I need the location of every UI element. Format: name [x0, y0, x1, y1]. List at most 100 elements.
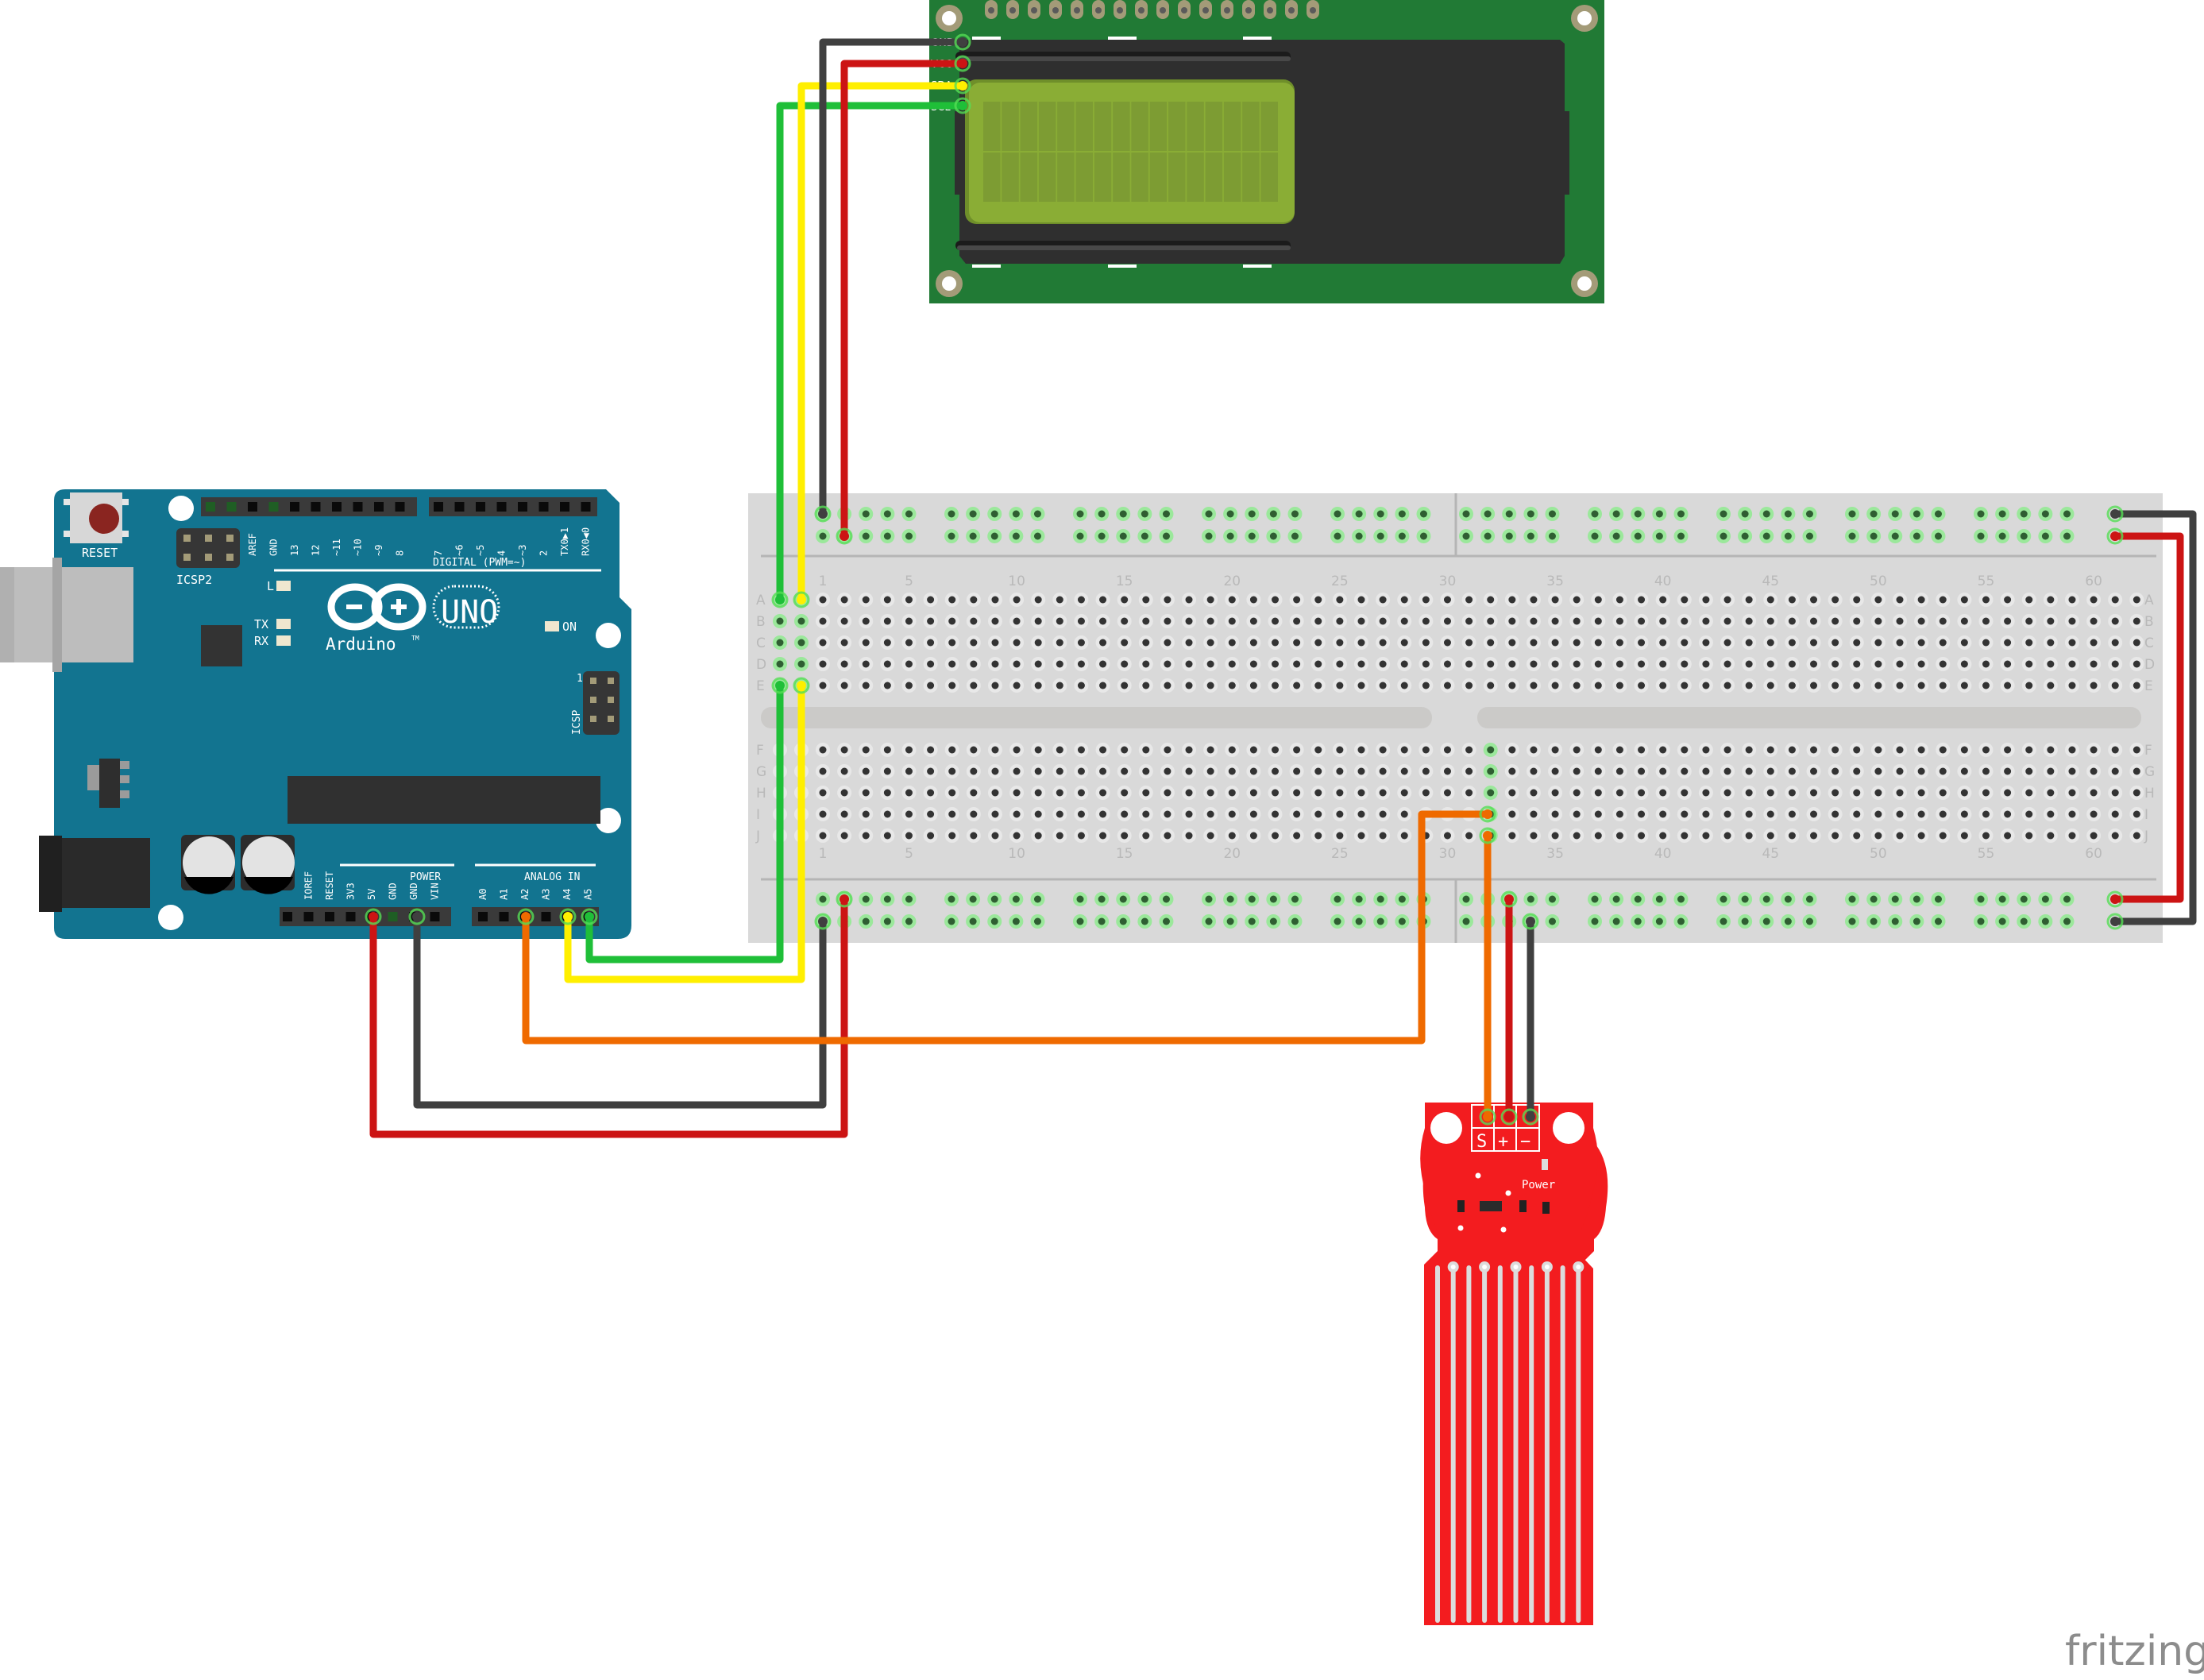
breadboard-hole-center: [1917, 832, 1925, 840]
wire-a4-sda[interactable]: [564, 682, 805, 983]
rail-hole-center: [1334, 532, 1341, 540]
breadboard-hole-center: [2133, 639, 2140, 647]
breadboard-hole-center: [1530, 682, 1538, 689]
rail-hole-center: [1741, 532, 1749, 540]
power-label: POWER: [410, 871, 441, 883]
wire-lcd-vcc[interactable]: [840, 60, 967, 540]
breadboard-hole-center: [1530, 789, 1538, 797]
rail-hole-center: [1634, 510, 1642, 518]
breadboard-hole-center: [1723, 767, 1731, 775]
breadboard-hole-center: [2068, 682, 2076, 689]
breadboard-hole-center: [1465, 660, 1473, 668]
breadboard-hole-center: [991, 746, 999, 754]
breadboard-hole-center: [1874, 746, 1882, 754]
breadboard-hole-center: [1099, 660, 1107, 668]
breadboard-hole-center: [1142, 789, 1150, 797]
breadboard-hole-center: [1594, 810, 1602, 818]
breadboard-hole-center: [1681, 746, 1689, 754]
rail-hole-center: [1784, 895, 1792, 903]
wire-a2-signal[interactable]: [522, 810, 1492, 1045]
breadboard-hole-center: [1013, 682, 1021, 689]
wire-gnd[interactable]: [413, 913, 827, 1109]
breadboard-hole-center: [1099, 682, 1107, 689]
digital-header-right: [429, 497, 597, 516]
breadboard-hole-center: [1013, 617, 1021, 625]
row-label: D: [2144, 657, 2155, 673]
digital-label: DIGITAL (PWM=~): [433, 557, 526, 569]
breadboard-hole-center: [905, 789, 913, 797]
breadboard-hole-center: [2133, 767, 2140, 775]
wire-endpoint-core: [840, 894, 849, 904]
rail-hole-center: [1612, 917, 1620, 925]
breadboard-hole-center: [2004, 682, 2012, 689]
breadboard-hole-center: [1723, 810, 1731, 818]
rail-hole-center: [883, 510, 891, 518]
usb-tab: [52, 558, 62, 672]
breadboard-hole-center: [1508, 767, 1516, 775]
breadboard-hole-center: [1508, 596, 1516, 604]
breadboard-hole-center: [2111, 810, 2119, 818]
wire-lcd-gnd[interactable]: [819, 38, 967, 518]
breadboard-hole-center: [1594, 789, 1602, 797]
breadboard-hole-center: [1336, 660, 1344, 668]
icsp-pins: [590, 678, 614, 722]
wire-lcd-sda[interactable]: [797, 82, 967, 604]
breadboard-hole-center: [1185, 660, 1193, 668]
capacitor: [181, 835, 235, 894]
breadboard-hole-center: [927, 682, 935, 689]
breadboard-hole-center: [1487, 617, 1495, 625]
breadboard-hole-center: [1422, 746, 1430, 754]
wire-lcd-scl[interactable]: [776, 102, 967, 604]
breadboard-hole-center: [1810, 789, 1818, 797]
wire-rail-vcc[interactable]: [2111, 532, 2184, 903]
breadboard-hole-center: [862, 789, 870, 797]
breadboard-hole-center: [2025, 682, 2033, 689]
breadboard-hole-center: [1056, 810, 1063, 818]
wire-endpoint: [2106, 913, 2124, 930]
breadboard-hole-center: [948, 660, 956, 668]
breadboard-hole-center: [1056, 832, 1063, 840]
wire-endpoint-core: [1483, 809, 1492, 819]
lcd-cell: [1131, 153, 1148, 202]
rail-hole-center: [1033, 895, 1041, 903]
reset-button[interactable]: [64, 492, 129, 543]
breadboard-hole-center: [2133, 682, 2140, 689]
column-label: 5: [905, 846, 913, 862]
wire-5v[interactable]: [369, 895, 848, 1138]
breadboard-hole-center: [1939, 789, 1947, 797]
breadboard-hole-center: [1551, 789, 1559, 797]
breadboard-hole-center: [819, 789, 827, 797]
breadboard-hole-center: [862, 767, 870, 775]
rail-hole-center: [1355, 895, 1363, 903]
breadboard-hole-center: [2090, 682, 2098, 689]
rail-hole-center: [1291, 895, 1299, 903]
wire-endpoint-core: [369, 912, 378, 921]
power-pin-label: GND: [388, 882, 399, 900]
breadboard-hole-center: [1874, 789, 1882, 797]
lcd-cell: [983, 153, 1001, 202]
icsp2-label: ICSP2: [176, 573, 212, 587]
rail-hole-center: [1398, 895, 1406, 903]
breadboard-hole-center: [2025, 810, 2033, 818]
breadboard-hole-center: [1853, 767, 1861, 775]
rail-hole-center: [2063, 917, 2071, 925]
breadboard-hole-center: [1573, 660, 1581, 668]
breadboard-hole-center: [1788, 810, 1796, 818]
lcd-cell: [1223, 153, 1241, 202]
icsp-pin: [608, 678, 614, 684]
lcd-clip: [1243, 265, 1272, 268]
breadboard-hole-center: [1788, 596, 1796, 604]
breadboard-hole-center: [905, 682, 913, 689]
water-level-sensor[interactable]: S + − Power: [1420, 1103, 1608, 1625]
breadboard-hole-center: [1077, 810, 1085, 818]
breadboard-hole-center: [1185, 832, 1193, 840]
breadboard-hole-center: [1594, 617, 1602, 625]
rail-hole-center: [1269, 510, 1277, 518]
wire-a5-scl[interactable]: [585, 682, 784, 964]
wire-rail-gnd[interactable]: [2111, 510, 2197, 925]
breadboard-hole-center: [2133, 617, 2140, 625]
breadboard-hole-center: [1099, 639, 1107, 647]
